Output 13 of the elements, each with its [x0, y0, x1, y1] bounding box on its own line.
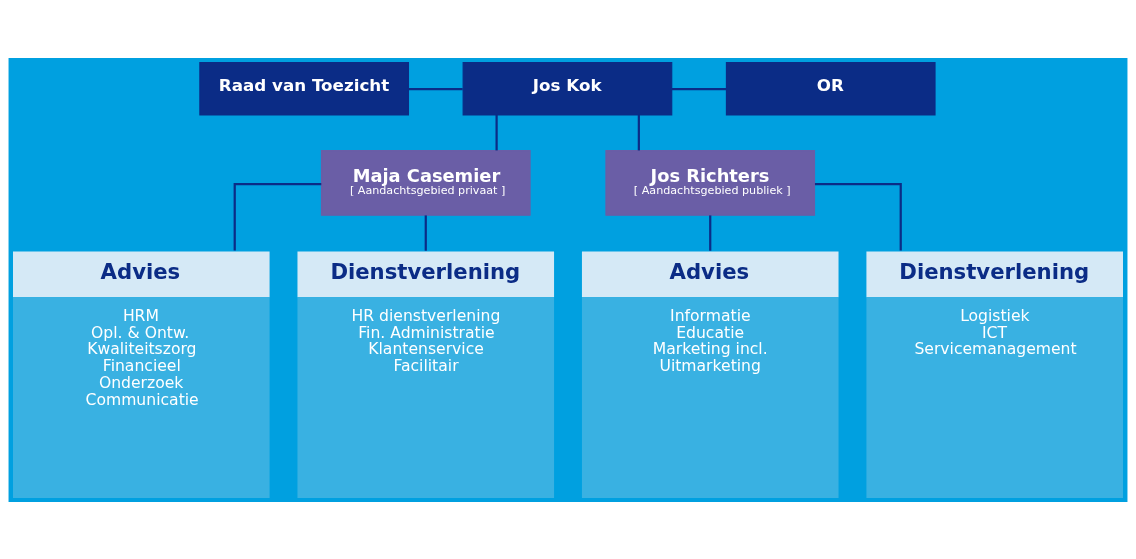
connector	[709, 214, 712, 251]
node-box: Maja Casemier [ Aandachtsgebied privaat ]	[320, 149, 531, 216]
connector	[814, 182, 902, 251]
node-box: Raad van Toezicht	[199, 61, 410, 115]
connector	[495, 114, 498, 150]
node-box: Jos Kok	[462, 61, 673, 115]
connector	[233, 182, 322, 251]
connector	[671, 87, 726, 90]
connector	[408, 87, 463, 90]
connector	[424, 214, 427, 251]
node-box: OR	[725, 61, 936, 115]
node-box: Jos Richters [ Aandachtsgebied publiek ]	[605, 149, 816, 216]
connector	[637, 114, 640, 150]
